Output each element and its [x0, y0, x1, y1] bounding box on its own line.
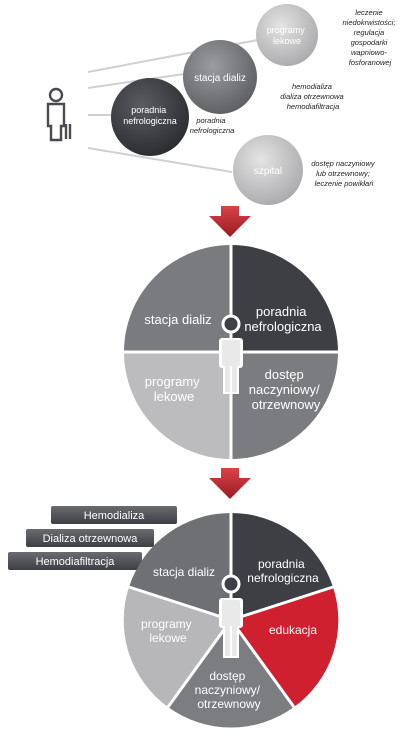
bottom-section: Hemodializa Dializa otrzewnowa Hemodiafi…: [8, 506, 339, 728]
segment-left: [123, 587, 231, 707]
circle-programy-lekowe: programy lekowe: [256, 4, 318, 66]
person-icon: [219, 314, 243, 394]
quadrant-bottom-left: [124, 352, 231, 459]
circle-label: szpital: [254, 166, 282, 177]
note-szpital: dostęp naczyniowy lub otrzewnowy; leczen…: [311, 159, 376, 188]
hemodiafiltracja-button[interactable]: Hemodiafiltracja: [8, 552, 142, 570]
circle-szpital: szpital: [233, 135, 303, 205]
svg-text:programy lekowe: programy lekowe: [267, 25, 308, 46]
note-stacja-dializ: hemodializa dializa otrzewnowa hemodiafi…: [280, 82, 345, 111]
down-arrow-icon: [209, 206, 251, 237]
dializa-otrzewnowa-button[interactable]: Dializa otrzewnowa: [26, 529, 154, 547]
quadrant-top-right: [231, 245, 338, 352]
svg-text:Hemodializa: Hemodializa: [84, 510, 145, 522]
circle-label: nefrologiczna: [123, 116, 177, 126]
svg-text:stacja dializ: stacja dializ: [194, 73, 246, 84]
hemodializa-button[interactable]: Hemodializa: [51, 506, 177, 524]
segment-label-stacja-dializ: stacja dializ: [153, 565, 215, 579]
note-programy-lekowe: leczenie niedokrwistości; regulacja gosp…: [342, 8, 397, 67]
svg-text:Dializa otrzewnowa: Dializa otrzewnowa: [43, 533, 139, 545]
segment-right-accent: [231, 587, 339, 707]
top-section: programy lekowe stacja dializ poradnia n…: [46, 4, 397, 205]
quadrant-bottom-right: [231, 352, 338, 459]
circle-stacja-dializ: stacja dializ: [183, 40, 257, 114]
circle-label: stacja dializ: [194, 73, 246, 84]
svg-text:poradnia nefrologiczna: poradnia nefrologiczna: [123, 105, 177, 126]
circle-label: lekowe: [273, 36, 301, 46]
down-arrow-icon: [209, 468, 251, 499]
quadrant-label-poradnia: poradnia nefrologiczna: [244, 304, 322, 334]
circle-label: poradnia: [131, 105, 166, 115]
segment-label-programy: programy lekowe: [141, 617, 195, 645]
segment-label-edukacja: edukacja: [269, 623, 317, 637]
quadrant-label-programy: programy lekowe: [145, 374, 204, 404]
svg-text:szpital: szpital: [254, 166, 282, 177]
patient-icon: [46, 87, 72, 142]
segment-label-dostep: dostęp naczyniowy/ otrzewnowy: [195, 669, 264, 711]
segment-bottom: [168, 620, 294, 728]
note-poradnia-nefrologiczna: poradnia nefrologiczna: [190, 116, 235, 135]
quadrant-top-left: [124, 245, 231, 352]
segment-label-poradnia: poradnia nefrologiczna: [247, 557, 319, 585]
middle-section: stacja dializ poradnia nefrologiczna pro…: [124, 245, 338, 459]
segment-top-right: [231, 512, 333, 620]
segment-top-left: [129, 512, 231, 620]
circle-label: programy: [267, 25, 306, 35]
quadrant-label-stacja-dializ: stacja dializ: [144, 312, 211, 327]
person-icon: [219, 574, 243, 658]
svg-text:Hemodiafiltracja: Hemodiafiltracja: [36, 556, 116, 568]
circle-poradnia-nefrologiczna: poradnia nefrologiczna: [111, 78, 189, 156]
quadrant-label-dostep: dostęp naczyniowy/ otrzewnowy: [249, 367, 323, 412]
